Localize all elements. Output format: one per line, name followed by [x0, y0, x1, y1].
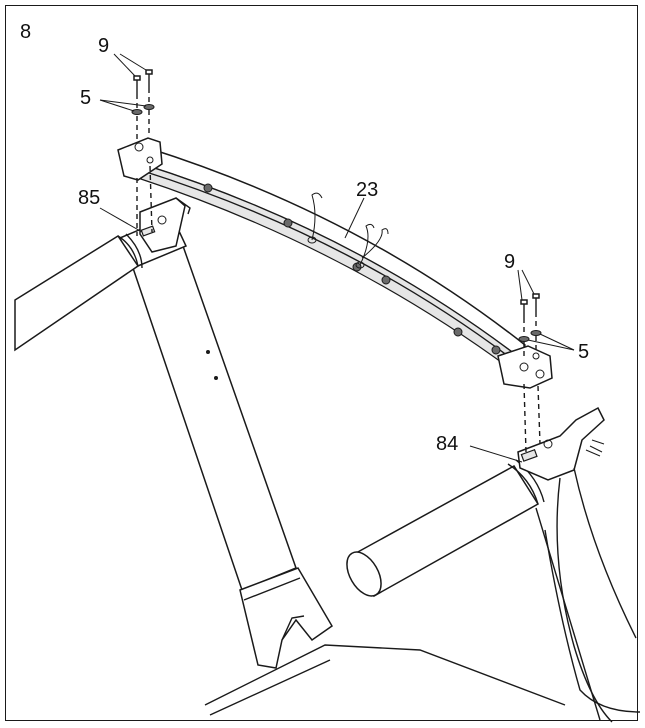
left-upright-85 — [119, 215, 566, 716]
callout-washer-left: 5 — [80, 87, 91, 109]
leader-lines — [99, 53, 575, 463]
callout-bolt-right: 9 — [504, 251, 515, 273]
callout-bolt-left: 9 — [98, 35, 109, 57]
left-fasteners — [131, 69, 155, 236]
callout-crossbar: 23 — [356, 179, 378, 201]
right-fasteners — [518, 293, 542, 453]
callout-upright-right: 84 — [436, 433, 458, 455]
callout-washer-right: 5 — [578, 341, 589, 363]
right-handlebar-tube — [346, 406, 641, 723]
callout-upright-left: 85 — [78, 187, 100, 209]
crossbar-23 — [117, 137, 553, 389]
left-handlebar-tube — [14, 233, 143, 352]
step-number: 8 — [20, 21, 31, 43]
